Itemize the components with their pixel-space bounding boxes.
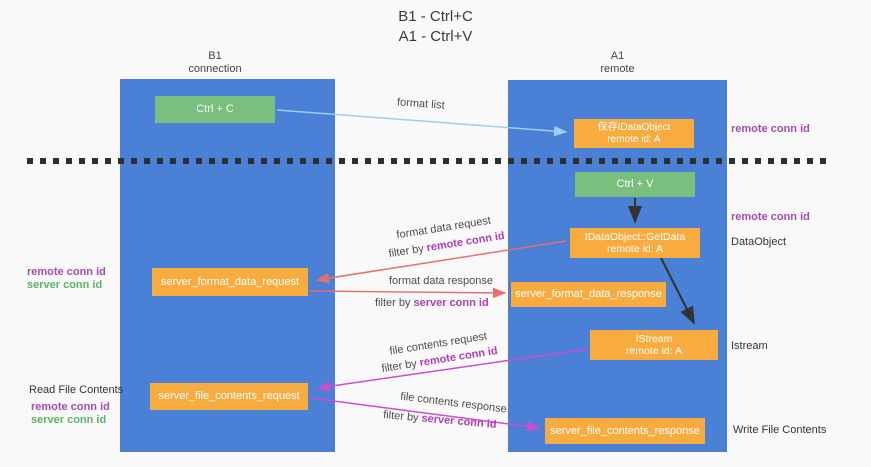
label-server-conn-id-left: server conn id — [27, 279, 103, 291]
copy-paste-separator-line — [27, 158, 833, 164]
server-conn-id-value: server conn id — [413, 297, 489, 309]
label-remote-conn-id-bottom-left: remote conn id — [31, 401, 110, 413]
arrow-format-data-response — [309, 287, 507, 299]
lane-header-b1: B1 connection — [120, 50, 310, 76]
label-istream-right: Istream — [731, 340, 768, 352]
label-read-file-contents: Read File Contents — [29, 384, 124, 396]
getdata-title: IDataObject::GetData — [584, 231, 686, 243]
title-line-2: A1 - Ctrl+V — [398, 28, 473, 45]
istream-title: IStream — [635, 333, 673, 345]
node-server-format-data-request: server_format_data_request — [152, 268, 308, 296]
save-idataobject-remote-id: remote id: A — [607, 133, 661, 145]
label-remote-conn-id-left: remote conn id — [27, 266, 106, 278]
label-server-conn-id-bottom-left: server conn id — [31, 414, 107, 426]
label-write-file-contents: Write File Contents — [733, 424, 827, 436]
node-save-idataobject: 保存IDataObject remote id: A — [574, 119, 694, 148]
node-istream: IStream remote id: A — [590, 330, 718, 360]
lane-header-a1: A1 remote — [508, 50, 727, 76]
server-format-data-request-label: server_format_data_request — [160, 275, 300, 288]
save-idataobject-title: 保存IDataObject — [597, 121, 671, 133]
label-dataobject: DataObject — [731, 236, 787, 248]
node-ctrl-c: Ctrl + C — [155, 96, 275, 123]
server-conn-id-value: server conn id — [421, 412, 497, 431]
ctrl-c-label: Ctrl + C — [196, 103, 234, 115]
lane-a1-subtitle: remote — [600, 63, 635, 75]
server-file-contents-response-label: server_file_contents_response — [550, 424, 700, 437]
label-remote-conn-id-mid-right: remote conn id — [731, 211, 810, 223]
title-line-1: B1 - Ctrl+C — [398, 8, 473, 25]
filter-by-text: filter by — [380, 357, 418, 376]
node-server-format-data-response: server_format_data_response — [511, 282, 666, 307]
label-remote-conn-id-top-right: remote conn id — [731, 123, 810, 135]
server-format-data-response-label: server_format_data_response — [515, 288, 662, 300]
lane-a1-name: A1 — [610, 50, 625, 62]
server-file-contents-request-label: server_file_contents_request — [158, 390, 300, 402]
lane-b1-subtitle: connection — [188, 63, 242, 75]
node-idataobject-getdata: IDataObject::GetData remote id: A — [570, 228, 700, 258]
lane-b1-name: B1 — [208, 50, 222, 62]
getdata-remote-id: remote id: A — [606, 243, 664, 255]
node-ctrl-v: Ctrl + V — [575, 172, 695, 197]
node-server-file-contents-response: server_file_contents_response — [545, 418, 705, 444]
ctrl-v-label: Ctrl + V — [616, 178, 654, 190]
filter-by-text: filter by — [387, 242, 425, 261]
node-server-file-contents-request: server_file_contents_request — [150, 383, 308, 410]
edge-label-format-data-response: format data response — [389, 275, 493, 287]
filter-by-text: filter by — [382, 409, 420, 425]
edge-label-format-list: format list — [396, 96, 446, 112]
istream-remote-id: remote id: A — [625, 345, 683, 357]
filter-by-text: filter by — [375, 297, 411, 309]
diagram-title: B1 - Ctrl+C A1 - Ctrl+V — [0, 7, 871, 47]
